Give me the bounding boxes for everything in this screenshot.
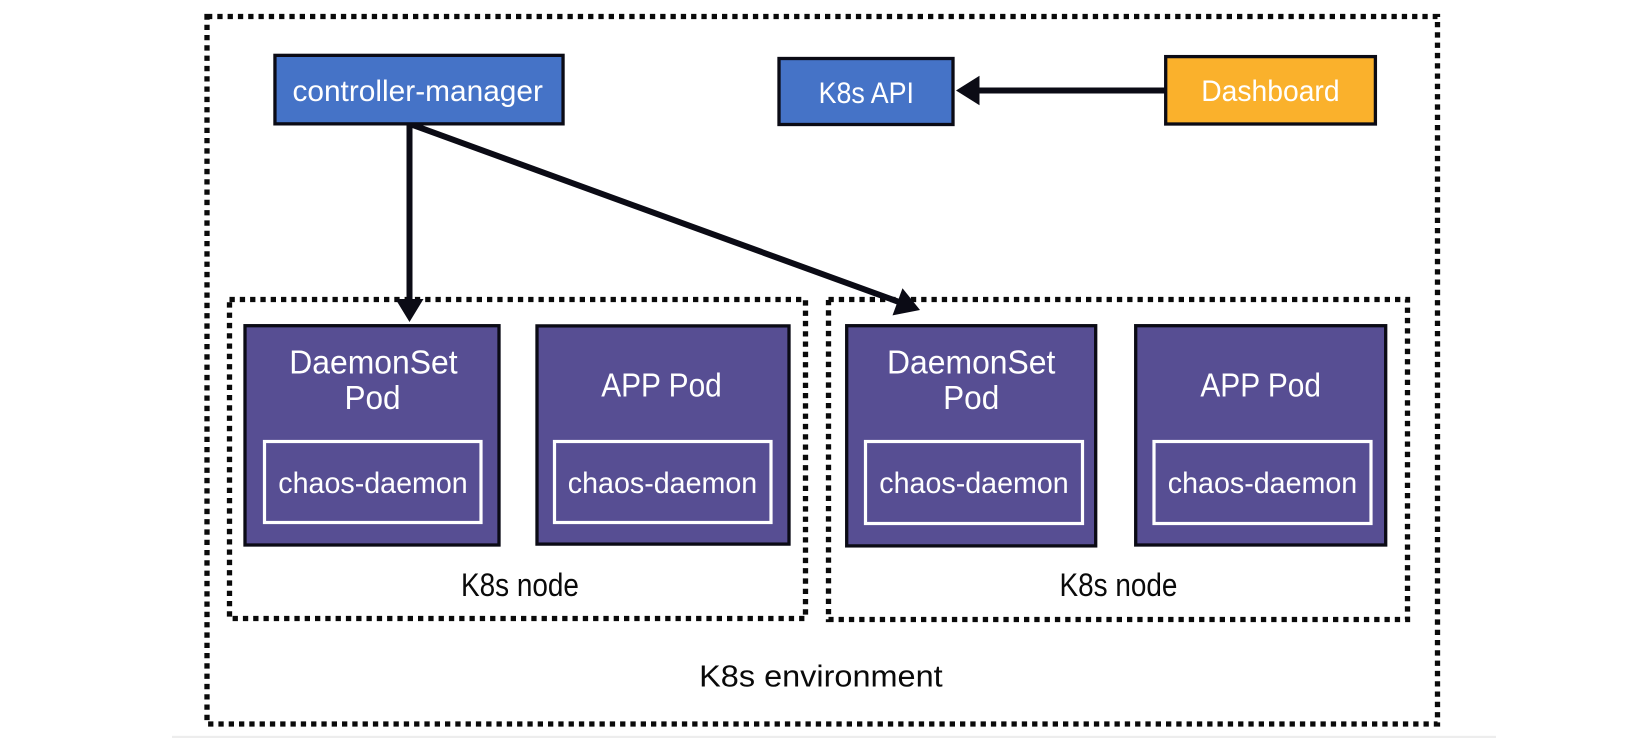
svg-text:DaemonSet: DaemonSet [289,344,457,381]
svg-text:chaos-daemon: chaos-daemon [568,467,757,500]
svg-text:APP Pod: APP Pod [1200,367,1321,404]
svg-text:controller-manager: controller-manager [292,75,543,108]
svg-text:chaos-daemon: chaos-daemon [1168,467,1357,500]
svg-text:chaos-daemon: chaos-daemon [879,467,1068,500]
svg-text:K8s node: K8s node [1060,567,1178,603]
svg-text:chaos-daemon: chaos-daemon [278,467,467,500]
svg-text:K8s environment: K8s environment [699,658,943,693]
svg-text:K8s node: K8s node [461,567,579,603]
svg-text:Dashboard: Dashboard [1201,75,1339,108]
svg-text:APP Pod: APP Pod [601,367,722,404]
svg-text:DaemonSet: DaemonSet [887,344,1055,381]
svg-text:Pod: Pod [943,379,999,416]
svg-text:K8s API: K8s API [819,77,914,110]
svg-text:Pod: Pod [344,379,400,416]
